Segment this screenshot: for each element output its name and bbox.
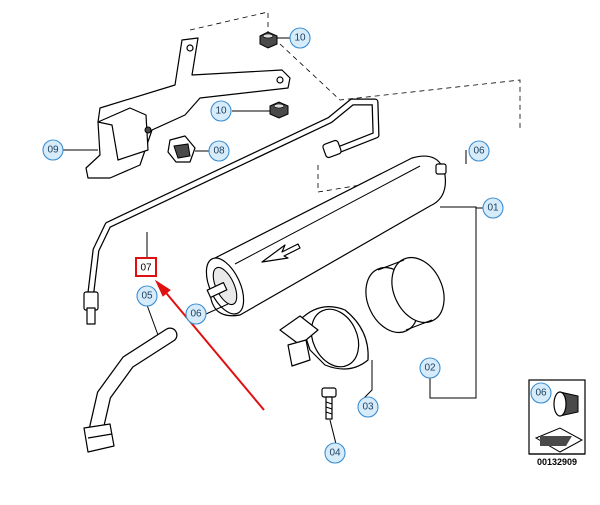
leader-lines: [62, 149, 484, 445]
callout-04[interactable]: 04: [324, 442, 346, 464]
callout-label: 04: [329, 448, 341, 459]
callout-label: 05: [141, 291, 153, 302]
fuel-line: [83, 98, 380, 325]
callout-label: 08: [213, 146, 225, 157]
callout-03[interactable]: 03: [357, 396, 379, 418]
callout-label: 10: [294, 33, 306, 44]
callout-02[interactable]: 02: [419, 357, 441, 379]
callout-06-inset[interactable]: 06: [530, 382, 552, 404]
highlight-label: 07: [140, 263, 152, 274]
callout-label: 02: [424, 363, 436, 374]
highlight-box-07: 07: [135, 257, 157, 277]
inset-code: 00132909: [537, 457, 577, 467]
clip-part: [167, 135, 210, 163]
hose-part: [83, 327, 178, 453]
bolt-part: [321, 387, 337, 420]
fuel-filter: [205, 155, 447, 317]
callout-06-top[interactable]: 06: [468, 140, 490, 162]
callout-label: 06: [473, 146, 485, 157]
callout-label: 01: [487, 203, 499, 214]
callout-05[interactable]: 05: [136, 285, 158, 307]
nut-mid: [269, 101, 289, 119]
callout-label: 09: [47, 145, 59, 156]
callout-10-top[interactable]: 10: [289, 27, 311, 49]
callout-08[interactable]: 08: [208, 140, 230, 162]
callout-label: 10: [215, 106, 227, 117]
nut-top: [259, 31, 278, 49]
dashed-guide-top: [189, 11, 269, 32]
dashed-guide-mid: [279, 43, 521, 130]
callout-label: 06: [190, 309, 202, 320]
rubber-ring: [365, 256, 445, 334]
callout-10-mid[interactable]: 10: [210, 100, 232, 122]
callout-06-mid[interactable]: 06: [185, 303, 207, 325]
mounting-bracket: [85, 37, 291, 179]
red-arrow: [154, 279, 265, 411]
clamp-part: [279, 306, 369, 370]
callout-01[interactable]: 01: [482, 197, 504, 219]
callout-09[interactable]: 09: [42, 139, 64, 161]
callout-label: 06: [535, 388, 547, 399]
inset-panel: [528, 379, 586, 455]
callout-label: 03: [362, 402, 374, 413]
